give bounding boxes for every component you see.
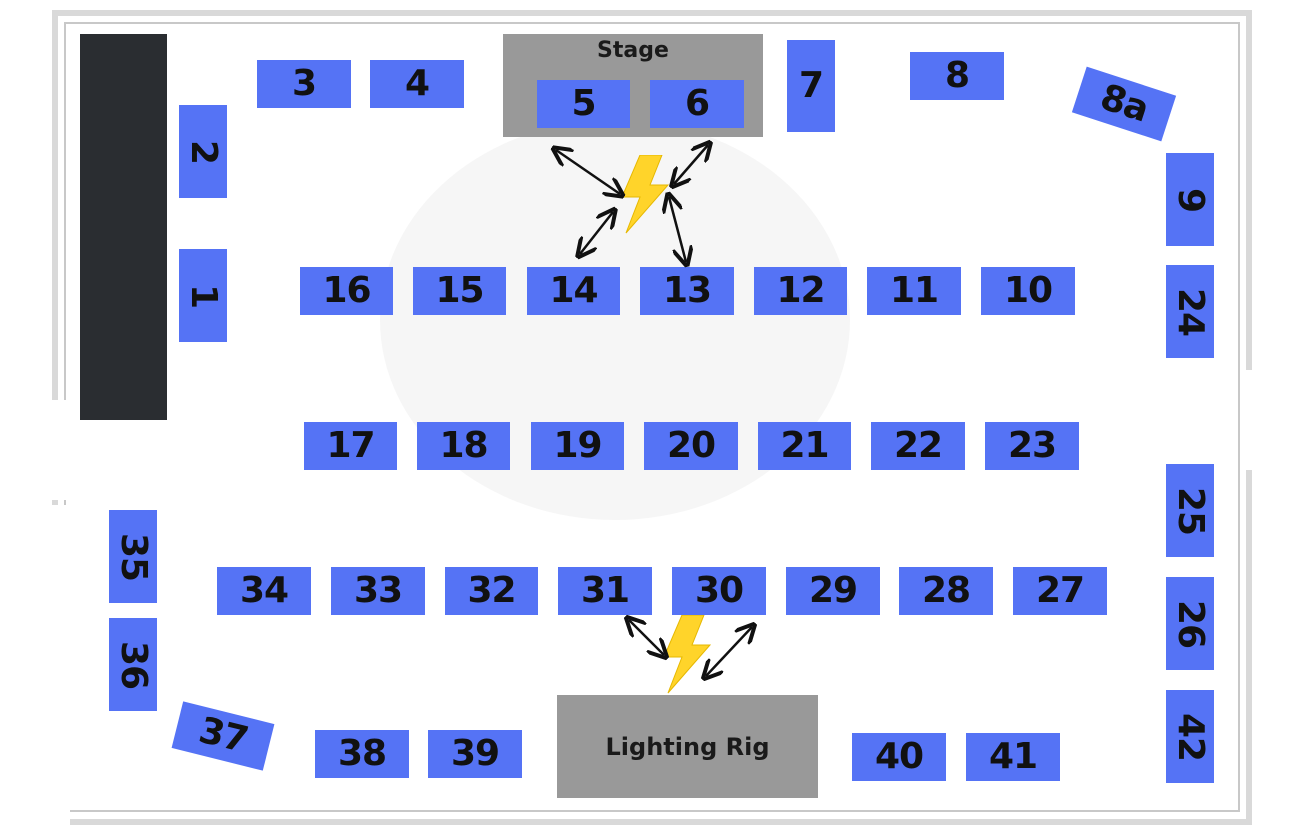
booth-label: 8a: [1095, 76, 1154, 131]
booth-label: 28: [921, 570, 971, 611]
booth-16[interactable]: 16: [300, 267, 393, 315]
booth-39[interactable]: 39: [428, 730, 522, 778]
booth-label: 15: [435, 270, 484, 311]
lighting-rig: Lighting Rig: [557, 695, 818, 798]
booth-31[interactable]: 31: [558, 567, 652, 615]
booth-label: 40: [874, 736, 924, 777]
booth-11[interactable]: 11: [867, 267, 961, 315]
booth-32[interactable]: 32: [445, 567, 538, 615]
booth-label: 20: [666, 425, 716, 466]
booth-20[interactable]: 20: [644, 422, 738, 470]
booth-30[interactable]: 30: [672, 567, 766, 615]
booth-label: 30: [694, 570, 744, 611]
booth-label: 27: [1035, 570, 1085, 611]
booth-label: 32: [467, 570, 516, 611]
booth-label: 39: [450, 733, 500, 774]
booth-label: 31: [580, 570, 630, 611]
booth-label: 19: [553, 425, 602, 466]
booth-label: 41: [988, 736, 1038, 777]
booth-label: 9: [1170, 187, 1211, 212]
left-lower-open: [0, 505, 70, 830]
booth-38[interactable]: 38: [315, 730, 409, 778]
booth-label: 14: [549, 270, 598, 311]
booth-label: 10: [1003, 270, 1053, 311]
booth-label: 21: [780, 425, 829, 466]
booth-17[interactable]: 17: [304, 422, 397, 470]
booth-22[interactable]: 22: [871, 422, 965, 470]
lightning-bolt-icon: [621, 155, 670, 234]
wall-block: [80, 34, 167, 420]
booth-26[interactable]: 26: [1166, 577, 1214, 670]
booth-12[interactable]: 12: [754, 267, 847, 315]
stage-label: Stage: [597, 38, 669, 63]
booth-label: 22: [893, 425, 943, 466]
booth-34[interactable]: 34: [217, 567, 311, 615]
booth-3[interactable]: 3: [257, 60, 351, 108]
booth-8[interactable]: 8: [910, 52, 1004, 100]
booth-label: 26: [1170, 599, 1212, 648]
booth-label: 33: [353, 570, 403, 611]
booth-label: 18: [439, 425, 488, 466]
booth-label: 1: [183, 283, 224, 308]
booth-label: 17: [326, 425, 375, 466]
booth-label: 8: [944, 55, 970, 96]
booth-label: 24: [1170, 287, 1212, 336]
booth-29[interactable]: 29: [786, 567, 880, 615]
booth-label: 42: [1170, 712, 1212, 761]
booth-40[interactable]: 40: [852, 733, 946, 781]
booth-label: 12: [776, 270, 825, 311]
booth-25[interactable]: 25: [1166, 464, 1214, 557]
booth-5[interactable]: 5: [537, 80, 630, 128]
booth-label: 4: [404, 63, 430, 104]
booth-41[interactable]: 41: [966, 733, 1060, 781]
booth-28[interactable]: 28: [899, 567, 993, 615]
booth-1[interactable]: 1: [179, 249, 227, 342]
booth-label: 5: [571, 83, 596, 124]
booth-6[interactable]: 6: [650, 80, 744, 128]
lightning-bolt-icon: [663, 615, 712, 694]
booth-label: 7: [798, 65, 824, 106]
lighting-rig-label: Lighting Rig: [605, 732, 770, 761]
booth-36[interactable]: 36: [109, 618, 157, 711]
booth-9[interactable]: 9: [1166, 153, 1214, 246]
booth-23[interactable]: 23: [985, 422, 1079, 470]
booth-10[interactable]: 10: [981, 267, 1075, 315]
booth-label: 37: [194, 709, 252, 762]
booth-label: 6: [684, 83, 710, 124]
booth-14[interactable]: 14: [527, 267, 620, 315]
booth-21[interactable]: 21: [758, 422, 851, 470]
booth-13[interactable]: 13: [640, 267, 734, 315]
booth-label: 16: [322, 270, 371, 311]
booth-label: 11: [889, 270, 939, 311]
booth-label: 13: [662, 270, 712, 311]
booth-label: 23: [1007, 425, 1057, 466]
booth-label: 25: [1170, 486, 1212, 535]
booth-label: 29: [808, 570, 858, 611]
booth-label: 3: [291, 63, 317, 104]
booth-7[interactable]: 7: [787, 40, 835, 132]
left-door-gap: [0, 400, 70, 500]
right-door-gap: [1240, 370, 1308, 470]
booth-35[interactable]: 35: [109, 510, 157, 603]
booth-15[interactable]: 15: [413, 267, 506, 315]
booth-2[interactable]: 2: [179, 105, 227, 198]
booth-label: 34: [239, 570, 289, 611]
booth-33[interactable]: 33: [331, 567, 425, 615]
booth-27[interactable]: 27: [1013, 567, 1107, 615]
booth-18[interactable]: 18: [417, 422, 510, 470]
booth-label: 35: [113, 532, 155, 581]
booth-label: 36: [113, 640, 155, 689]
booth-label: 38: [337, 733, 387, 774]
booth-42[interactable]: 42: [1166, 690, 1214, 783]
booth-label: 2: [183, 139, 224, 164]
booth-19[interactable]: 19: [531, 422, 624, 470]
booth-24[interactable]: 24: [1166, 265, 1214, 358]
booth-4[interactable]: 4: [370, 60, 464, 108]
